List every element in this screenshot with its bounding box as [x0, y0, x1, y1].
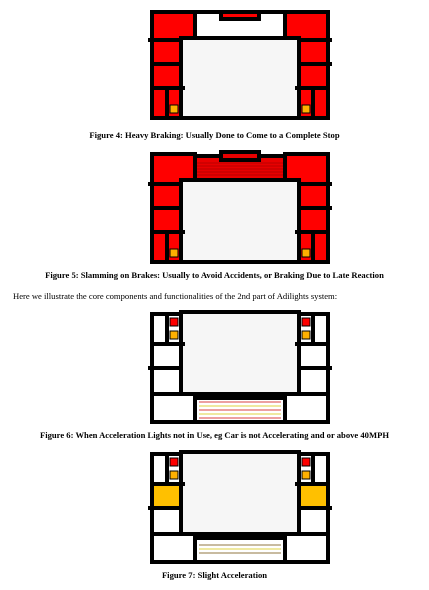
figure-6-acceleration-lights-off-diagram — [148, 310, 332, 424]
intro-paragraph: Here we illustrate the core components a… — [13, 291, 338, 301]
figure-4-caption: Figure 4: Heavy Braking: Usually Done to… — [89, 130, 340, 140]
figure-5-caption: Figure 5: Slamming on Brakes: Usually to… — [45, 270, 384, 280]
figure-6-caption: Figure 6: When Acceleration Lights not i… — [39, 430, 390, 440]
figure-7-caption: Figure 7: Slight Acceleration — [161, 570, 268, 580]
figure-7-slight-acceleration-diagram — [148, 450, 332, 564]
figure-5-slamming-brakes-diagram — [148, 150, 332, 264]
figure-4-heavy-braking-diagram — [148, 10, 332, 120]
